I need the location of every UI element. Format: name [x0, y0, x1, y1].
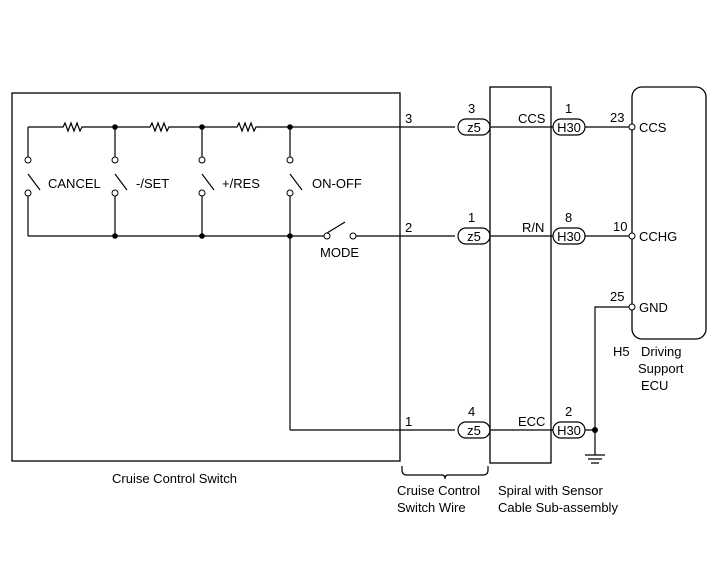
ecu-name-line1: Driving — [641, 344, 681, 359]
ecu-terminals — [628, 123, 636, 311]
svg-text:H30: H30 — [557, 229, 581, 244]
svg-text:z5: z5 — [467, 229, 481, 244]
spiral-cable-box — [489, 86, 552, 464]
h30-connector-ecc: H30 — [552, 421, 586, 439]
svg-text:z5: z5 — [467, 120, 481, 135]
z5-connector-ecc: z5 — [457, 421, 491, 439]
switch-wire-label-line1: Cruise Control — [397, 483, 480, 498]
ecu-connector-id: H5 — [613, 344, 630, 359]
h30-pin-2: 2 — [565, 404, 572, 419]
h30-pin-8: 8 — [565, 210, 572, 225]
mode-label: MODE — [320, 245, 359, 260]
spiral-label-line2: Cable Sub-assembly — [498, 500, 618, 515]
h30-connector-rn: H30 — [552, 227, 586, 245]
z5-pin-1: 1 — [468, 210, 475, 225]
ecu-name-line2: Support — [638, 361, 684, 376]
svg-text:z5: z5 — [467, 423, 481, 438]
ecu-pin-25: 25 — [610, 289, 624, 304]
switch-pin-2: 2 — [405, 220, 412, 235]
ecu-terminal-ccs: CCS — [639, 120, 667, 135]
set-label: -/SET — [136, 176, 169, 191]
z5-connector-ccs: z5 — [457, 118, 491, 136]
junction-dots — [112, 124, 598, 433]
ecu-box — [631, 86, 707, 340]
signal-ecc-label: ECC — [518, 414, 545, 429]
res-label: +/RES — [222, 176, 260, 191]
ecu-terminal-cchg: CCHG — [639, 229, 677, 244]
h30-pin-1: 1 — [565, 101, 572, 116]
z5-connector-rn: z5 — [457, 227, 491, 245]
cancel-label: CANCEL — [48, 176, 101, 191]
switch-pin-1: 1 — [405, 414, 412, 429]
cruise-control-switch-box — [11, 92, 401, 462]
switch-wire-label-line2: Switch Wire — [397, 500, 466, 515]
svg-text:H30: H30 — [557, 423, 581, 438]
resistor-ladder — [28, 121, 455, 133]
ecu-pin-10: 10 — [613, 219, 627, 234]
h30-connector-ccs: H30 — [552, 118, 586, 136]
spiral-label-line1: Spiral with Sensor — [498, 483, 603, 498]
z5-pin-4: 4 — [468, 404, 475, 419]
ecu-name-line3: ECU — [641, 378, 668, 393]
signal-ccs-label: CCS — [518, 111, 546, 126]
ecu-pin-23: 23 — [610, 110, 624, 125]
switch-wire-bracket — [401, 466, 489, 480]
cancel-switch — [24, 156, 41, 197]
signal-rn-label: R/N — [522, 220, 544, 235]
z5-pin-3: 3 — [468, 101, 475, 116]
on-off-switch — [286, 156, 303, 197]
switch-pin-3: 3 — [405, 111, 412, 126]
mode-switch — [323, 221, 357, 240]
ground-symbol — [585, 430, 605, 464]
svg-text:H30: H30 — [557, 120, 581, 135]
ecu-terminal-gnd: GND — [639, 300, 668, 315]
on-off-label: ON-OFF — [312, 176, 362, 191]
set-switch — [111, 156, 128, 197]
res-switch — [198, 156, 215, 197]
cruise-control-switch-label: Cruise Control Switch — [112, 471, 237, 486]
